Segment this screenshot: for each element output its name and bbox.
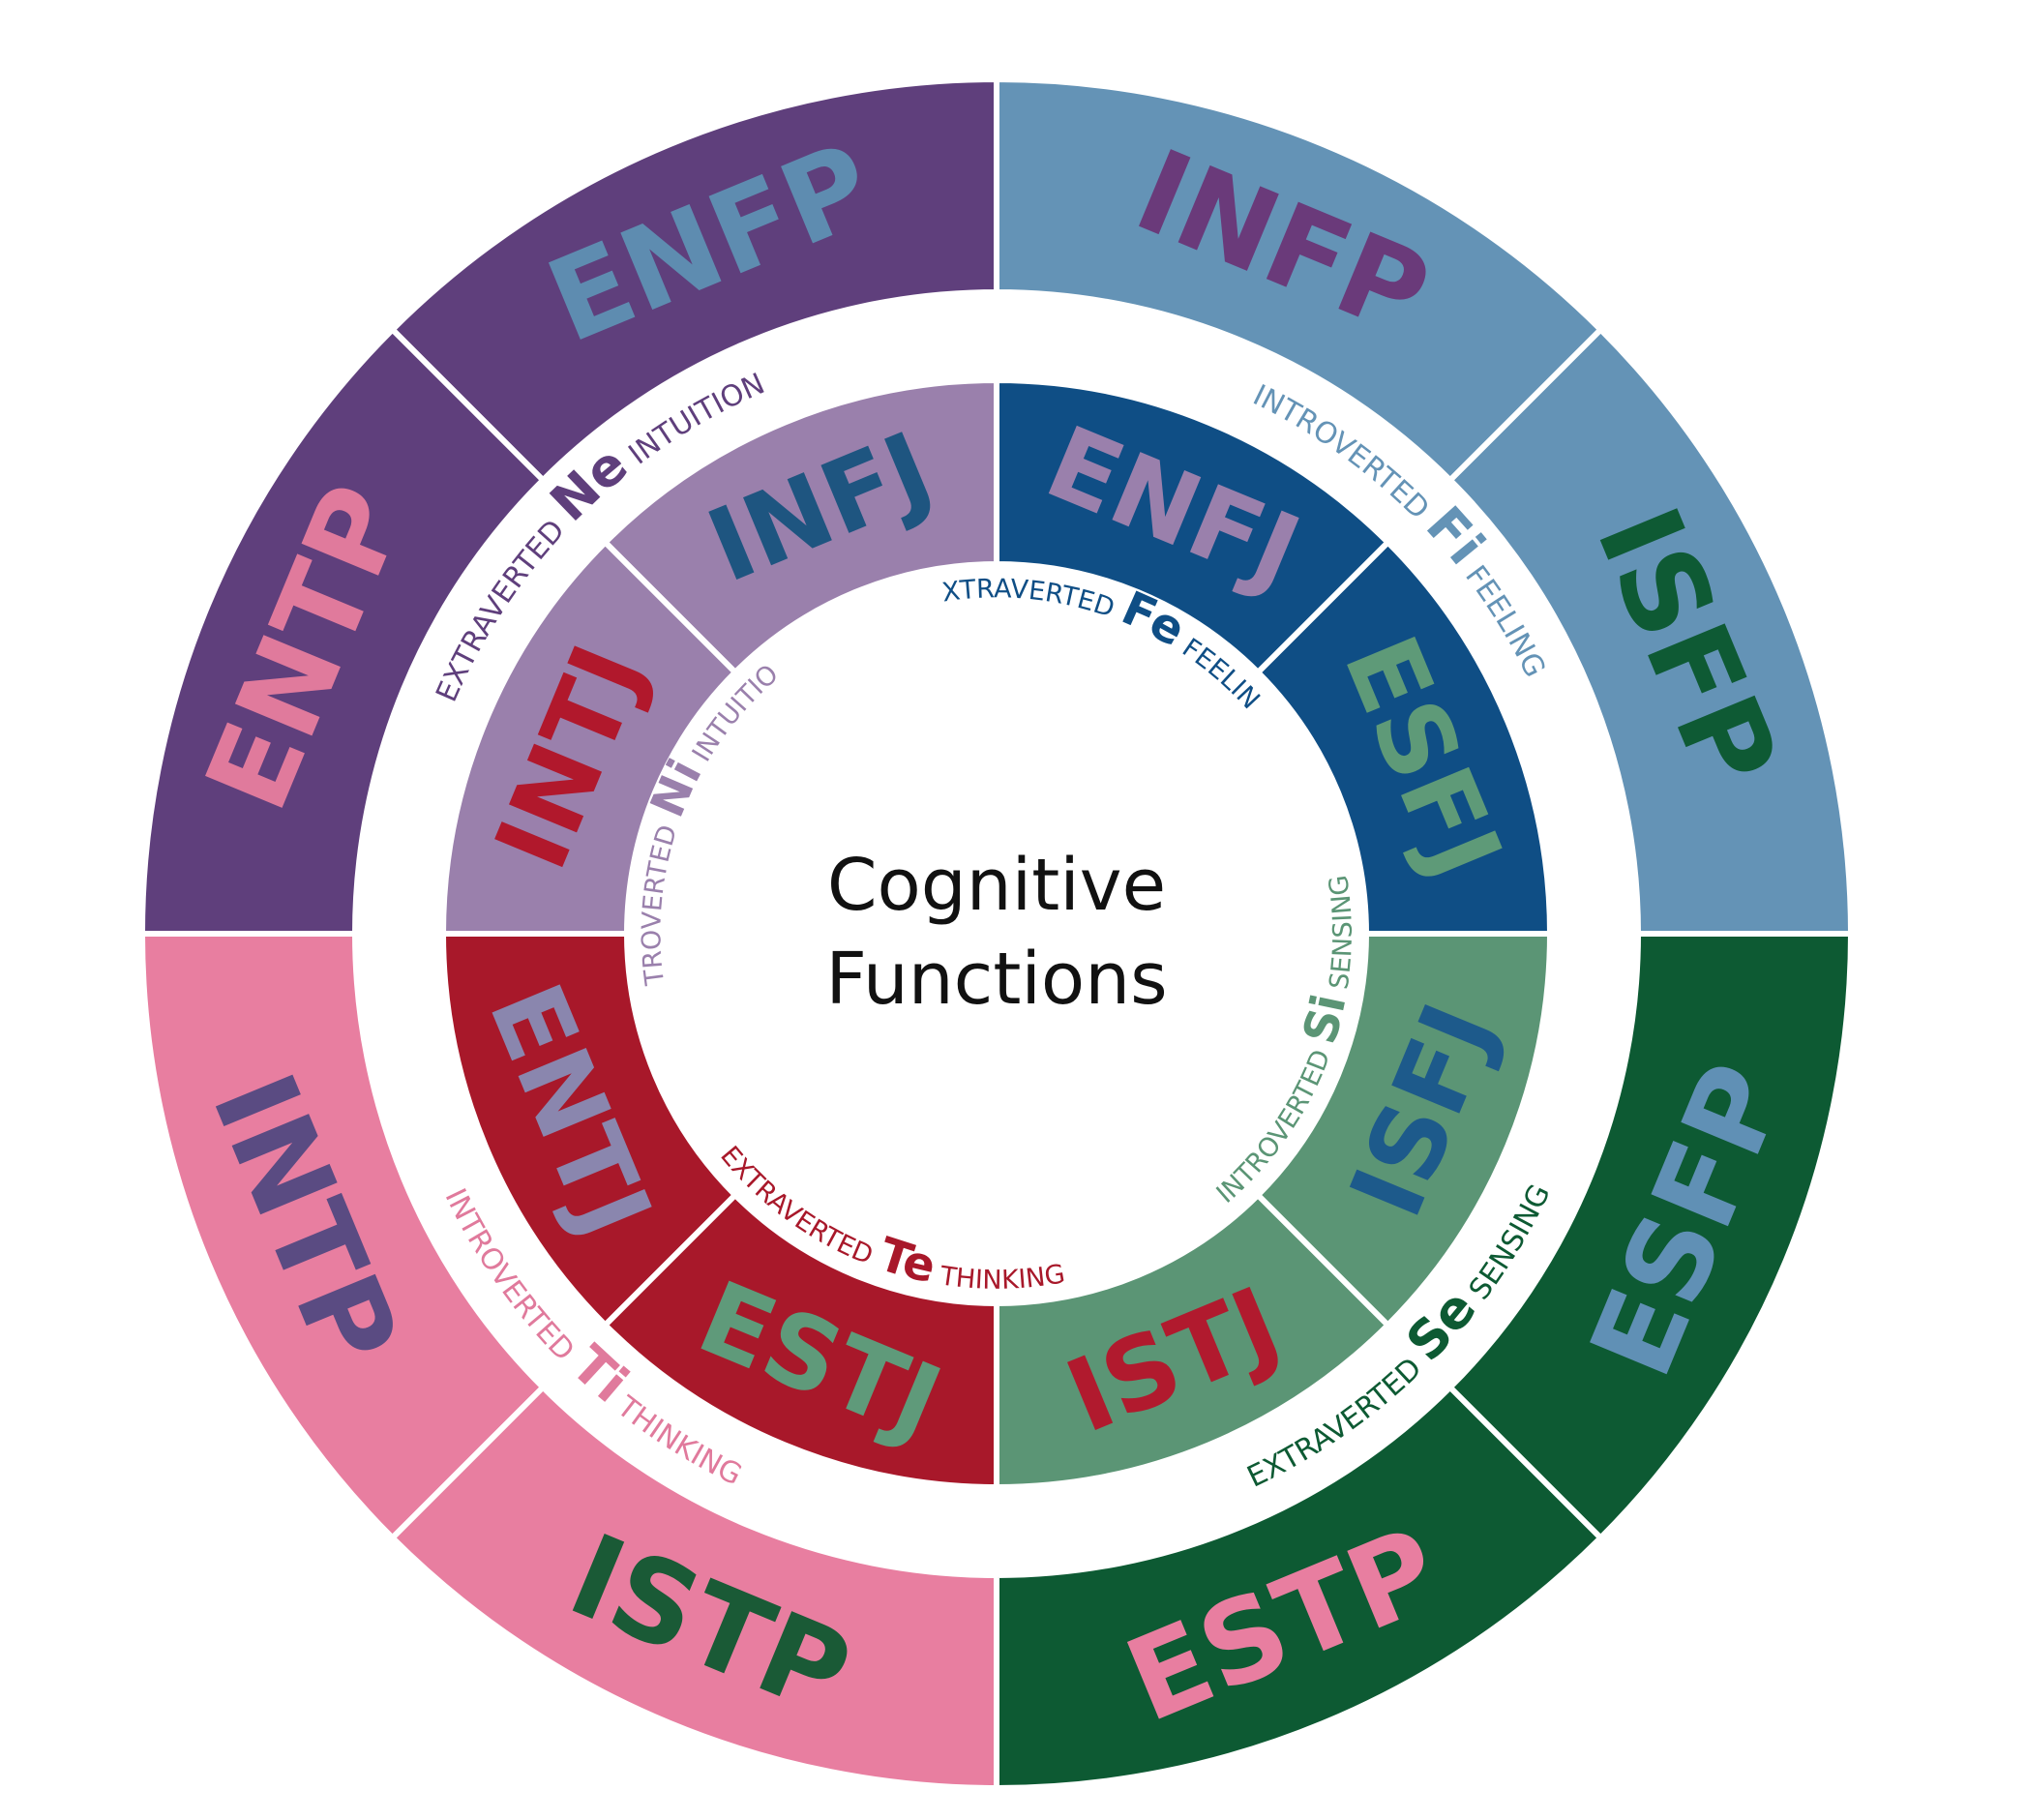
outer-segment-infp [994,75,1605,485]
outer-segment-entp [138,325,548,937]
inner-function-si-suffix: SENSING [1323,873,1358,1000]
inner-segment-enfj [994,376,1392,677]
center-title-line1: Cognitive [827,844,1166,927]
center-title-line2: Functions [825,938,1167,1021]
inner-segment-estj [601,1190,999,1491]
inner-segment-esfj [1253,538,1554,937]
inner-segment-intj [439,538,740,937]
outer-segment-estp [994,1383,1605,1792]
inner-segment-entj [439,931,740,1329]
outer-segment-istp [388,1383,999,1792]
inner-function-te-suffix: THINKING [930,1259,1067,1296]
outer-segment-esfp [1446,931,1855,1542]
inner-segment-isfj [1253,931,1554,1329]
inner-segment-istj [994,1190,1392,1491]
outer-segment-intp [138,931,548,1542]
center-title: Cognitive Functions [825,844,1167,1021]
outer-segment-isfp [1446,325,1855,937]
